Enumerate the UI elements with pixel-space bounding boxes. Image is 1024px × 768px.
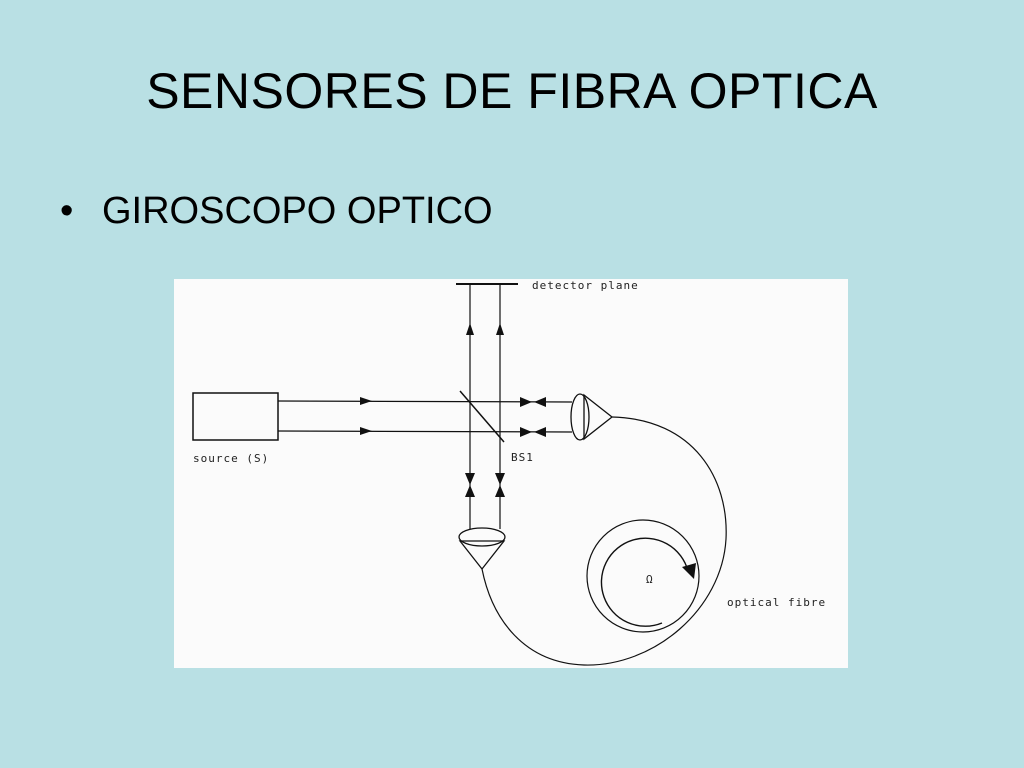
- arrow-up-2: [496, 323, 504, 335]
- gyroscope-diagram: detector plane source (S) BS1: [174, 279, 848, 668]
- omega-label: Ω: [646, 573, 654, 586]
- bi-arrow-1a: [520, 397, 532, 407]
- source-label: source (S): [193, 452, 269, 465]
- fibre-outer-loop: [481, 416, 727, 666]
- source-box: [192, 392, 279, 441]
- arrow-right-1: [360, 397, 372, 405]
- bi-arrow-2b: [534, 427, 546, 437]
- arrow-up-1: [466, 323, 474, 335]
- bullet-text: GIROSCOPO OPTICO: [102, 190, 493, 232]
- bi-arrow-v2a: [495, 473, 505, 485]
- bi-arrow-v2b: [495, 485, 505, 497]
- bi-arrow-1b: [534, 397, 546, 407]
- bullet-item: • GIROSCOPO OPTICO: [60, 190, 493, 233]
- lens-right-cone: [583, 393, 614, 441]
- fibre-inner-loop: [586, 519, 700, 633]
- rotation-arc: [600, 537, 689, 627]
- beam-splitter: [459, 390, 505, 443]
- arrow-right-2: [360, 427, 372, 435]
- lens-bottom-cone: [458, 540, 506, 571]
- bi-arrow-v1b: [465, 485, 475, 497]
- bi-arrow-v1a: [465, 473, 475, 485]
- diagram-svg: detector plane source (S) BS1: [192, 279, 826, 666]
- rotation-arrowhead: [682, 563, 696, 579]
- lens-bottom: [458, 527, 506, 547]
- lens-right: [570, 393, 590, 441]
- slide-title: SENSORES DE FIBRA OPTICA: [146, 63, 878, 119]
- detector-label: detector plane: [532, 279, 639, 292]
- beamsplitter-label: BS1: [511, 451, 534, 464]
- bullet-marker: •: [60, 190, 74, 232]
- fibre-label: optical fibre: [727, 596, 826, 609]
- bi-arrow-2a: [520, 427, 532, 437]
